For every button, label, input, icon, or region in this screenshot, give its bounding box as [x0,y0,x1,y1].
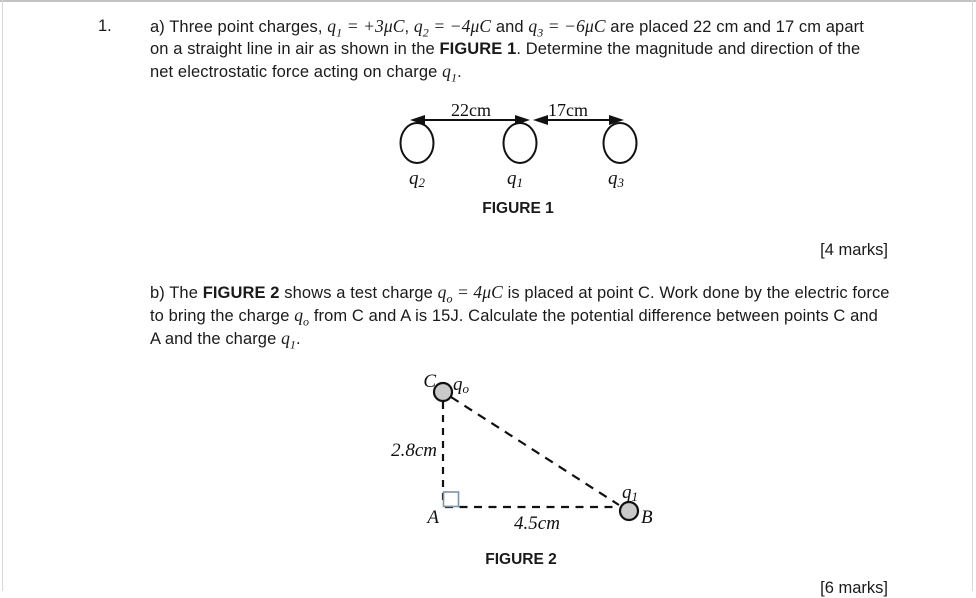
text-run: and [491,18,529,36]
distance-arrow-17cm [533,115,624,125]
math-q2-definition: q2 = −4μC [413,16,492,39]
math-subscript: o [303,314,310,329]
point-label-c: C [423,371,436,392]
figure-2-diagram: C qo A q1 B 2.8cm 4.5cm [391,371,653,534]
charge-circle-q2 [399,122,435,164]
distance-label-4-5cm: 4.5cm [514,513,560,534]
math-subscript: 1 [289,337,297,352]
charge-label-qo: qo [453,374,470,396]
math-subscript: 2 [422,25,429,40]
text-run: b) The [150,284,203,302]
right-angle-icon [442,491,460,508]
distance-label-17cm: 17cm [548,100,588,120]
question-1b-text: b) The FIGURE 2 shows a test charge qo =… [150,281,890,351]
figure-1-diagram: 22cm 17cm q2 q1 q3 [399,100,638,190]
charge-circle-q3 [602,122,638,164]
math-base: q [294,305,304,325]
marks-part-b: [6 marks] [820,579,888,597]
math-rest: = +3μC [342,16,405,36]
charge-point-qo [432,381,454,403]
text-run: . [296,330,301,348]
point-label-b: B [641,507,653,528]
math-q1-definition: q1 = +3μC [327,16,405,39]
math-subscript: 1 [450,70,458,85]
text-run: are placed 22 cm and 17 cm apart on a st… [150,18,864,58]
math-rest: = −4μC [428,16,492,36]
math-subscript: 1 [336,25,343,40]
math-base: q [442,61,451,81]
charge-point-q1 [618,500,640,522]
figure-1-caption: FIGURE 1 [482,200,554,217]
figure-2-reference: FIGURE 2 [202,284,280,302]
math-qo-definition: qo = 4μC [437,282,503,305]
dashed-line-cb [450,396,620,506]
math-base: q [327,16,337,36]
charge-label-q3: q3 [608,168,625,190]
arrowhead-right-icon [609,115,624,125]
math-rest: = −6μC [543,16,606,36]
math-rest: = 4μC [452,282,503,302]
marks-part-a: [4 marks] [820,241,888,259]
math-base: q [437,282,447,302]
question-number: 1. [98,17,112,35]
point-label-a: A [425,507,439,528]
charge-label-q1: q1 [622,482,638,504]
math-subscript: 3 [537,25,544,40]
math-subscript: o [446,291,453,306]
distance-label-22cm: 22cm [451,100,491,120]
math-q1-symbol: q1 [281,328,296,351]
text-run: a) Three point charges, [150,18,328,36]
figure-1-reference: FIGURE 1 [439,40,517,58]
arrowhead-left-icon [533,115,548,125]
question-1a-text: a) Three point charges, q1 = +3μC, q2 = … [150,15,886,84]
math-q1-symbol: q1 [442,61,457,84]
text-run: . Determine the magnitude and direction … [150,40,861,81]
text-run: is placed at point C. Work done by the e… [150,284,890,325]
math-qo-symbol: qo [294,305,309,328]
charge-label-q1: q1 [507,168,523,190]
arrowhead-left-icon [410,115,425,125]
text-run: , [404,18,414,36]
text-run: from C and A is 15J. Calculate the poten… [150,307,878,348]
page-right-edge-line [972,0,973,591]
text-run: shows a test charge [279,284,438,302]
math-base: q [528,16,538,36]
page-top-edge-line [0,0,976,2]
charge-label-q2: q2 [409,168,426,190]
distance-label-2-8cm: 2.8cm [391,440,437,461]
math-base: q [281,328,290,348]
text-run: . [457,63,462,81]
math-base: q [413,16,423,36]
math-q3-definition: q3 = −6μC [528,16,606,39]
page-left-edge-line [2,0,3,591]
figure-2-caption: FIGURE 2 [485,551,557,568]
charge-circle-q1 [502,122,538,164]
